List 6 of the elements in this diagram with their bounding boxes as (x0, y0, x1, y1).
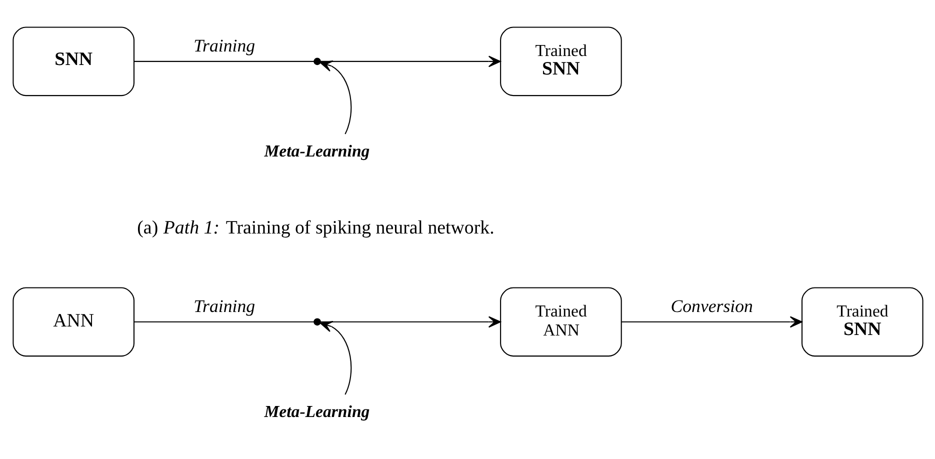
edge-label: Training (193, 296, 255, 316)
node-text: Meta-Learning (264, 140, 370, 160)
edge-label: Training (193, 35, 255, 56)
node-text: Meta-Learning (264, 401, 370, 420)
label: (a) Path 1: Training of spiking neural network. (136, 217, 494, 238)
edge-label: Conversion (670, 296, 752, 316)
